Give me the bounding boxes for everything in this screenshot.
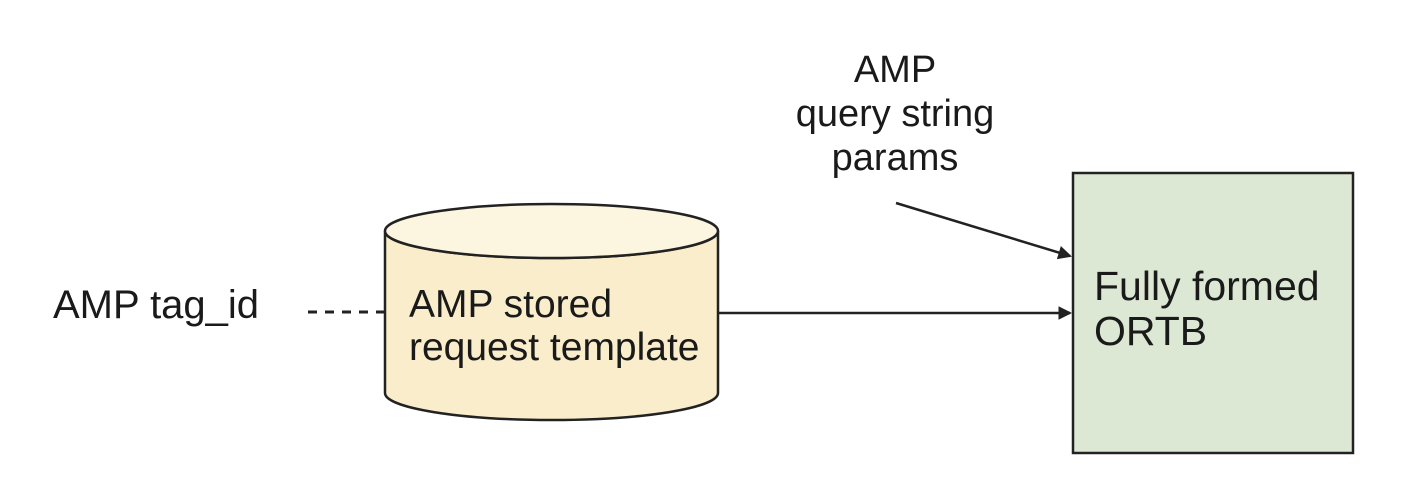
ortb-label: Fully formed ORTB — [1094, 263, 1320, 354]
amp-tag-id-label: AMP tag_id — [53, 283, 260, 327]
stored-request-label: AMP stored request template — [409, 283, 700, 369]
stored-request-cylinder-top — [383, 202, 720, 260]
arrow-query-params-to-ortb — [895, 201, 1072, 260]
ortb-box — [1071, 171, 1355, 455]
query-params-label: AMP query string params — [795, 49, 995, 179]
